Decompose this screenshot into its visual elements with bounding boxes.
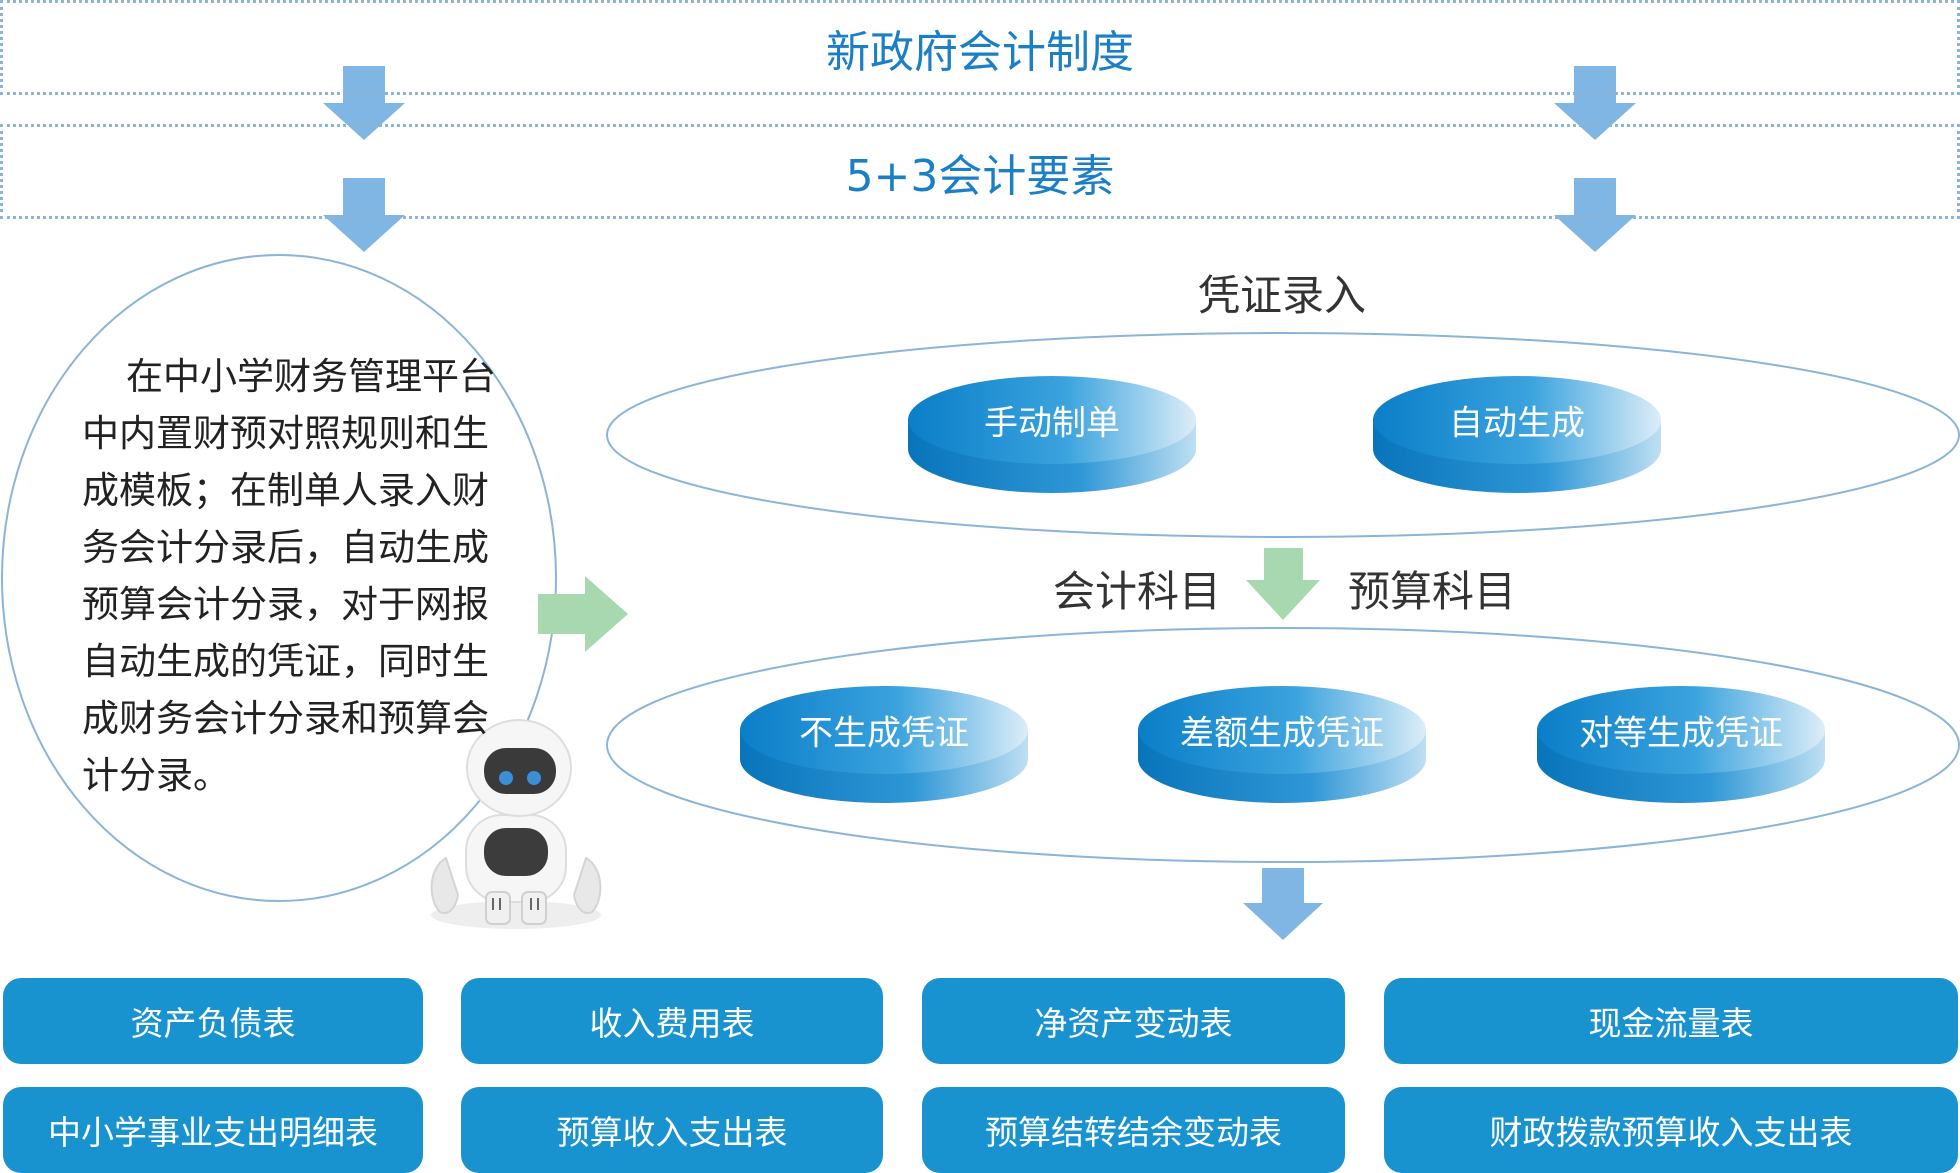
top-banner: 新政府会计制度 [0,0,1960,95]
report-budget-income-expense: 预算收入支出表 [461,1087,883,1173]
generation-type-ellipse [606,627,1960,863]
report-school-expense-detail: 中小学事业支出明细表 [3,1087,423,1173]
voucher-entry-ellipse [606,332,1960,538]
generation-type-disk [1537,686,1825,803]
generation-type-disk [740,686,1028,803]
generation-type-label: 对等生成凭证 [1579,713,1783,754]
subject-right-label: 预算科目 [1348,567,1517,616]
bubble-text: 在中小学财务管理平台中内置财预对照规则和生成模板；在制单人录入财务会计分录后，自… [82,355,496,797]
down-arrow-icon [1554,178,1636,252]
right-arrow-icon [538,576,628,652]
down-arrow-icon [323,178,405,252]
description-bubble [1,254,557,902]
top-banner-label: 新政府会计制度 [826,26,1134,78]
voucher-method-disk [908,376,1196,493]
generation-type-label: 差额生成凭证 [1180,713,1384,754]
report-fiscal-allocation: 财政拨款预算收入支出表 [1384,1087,1958,1173]
report-net-assets-change: 净资产变动表 [922,978,1345,1064]
generation-type-label: 不生成凭证 [799,713,969,754]
down-arrow-icon [1246,548,1320,620]
down-arrow-icon [323,66,405,140]
report-budget-balance-change: 预算结转结余变动表 [922,1087,1345,1173]
voucher-section-title: 凭证录入 [1198,271,1367,320]
down-arrow-icon [1554,66,1636,140]
second-banner: 5+3会计要素 [0,124,1960,219]
report-income-expense: 收入费用表 [461,978,883,1064]
report-balance-sheet: 资产负债表 [3,978,423,1064]
second-banner-label: 5+3会计要素 [845,150,1115,202]
voucher-method-disk [1373,376,1661,493]
voucher-method-label: 手动制单 [984,403,1120,444]
down-arrow-icon [1243,868,1323,940]
voucher-method-label: 自动生成 [1449,403,1585,444]
subject-left-label: 会计科目 [1053,567,1222,616]
report-cash-flow: 现金流量表 [1384,978,1958,1064]
robot-icon [430,719,602,929]
generation-type-disk [1138,686,1426,803]
